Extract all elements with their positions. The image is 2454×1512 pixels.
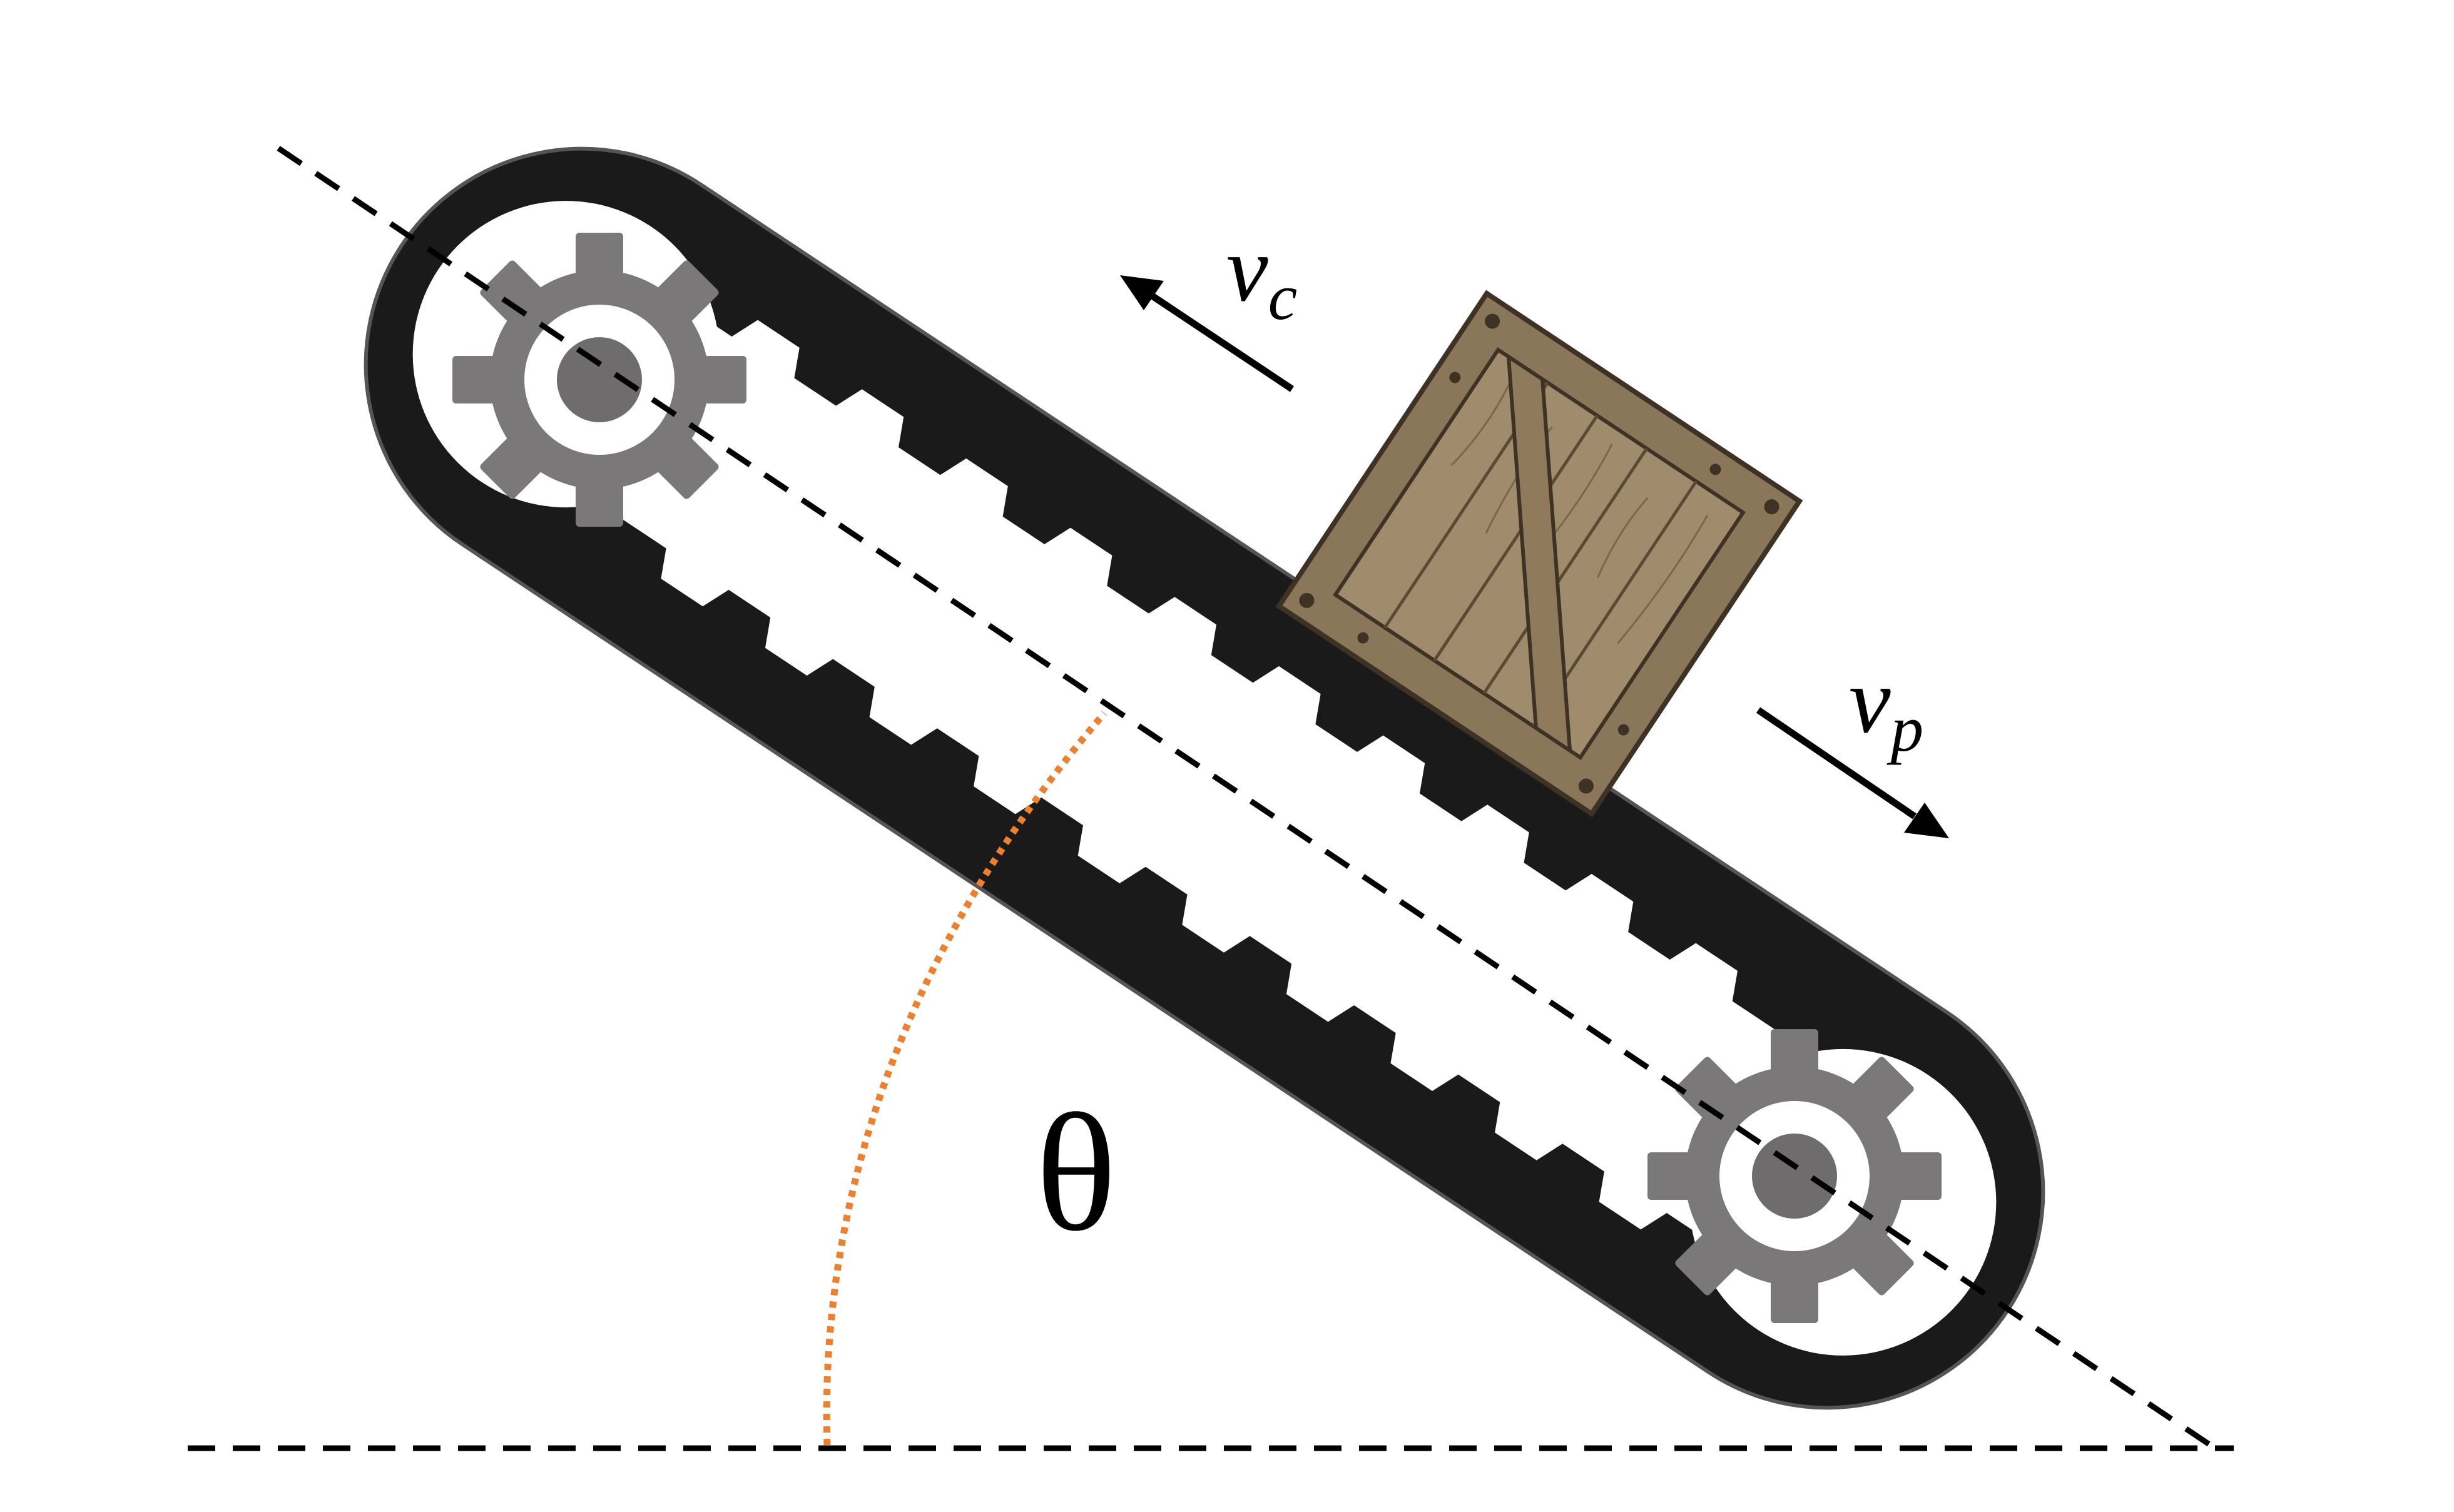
- angle-arc: [823, 711, 1107, 1446]
- right-gear-icon: [1647, 1029, 1942, 1323]
- package-velocity-arrow: [1756, 707, 1949, 838]
- crate-icon: [1275, 290, 1803, 818]
- belt-inner-opening: [572, 308, 1837, 1248]
- incline-reference-line: [277, 146, 2217, 1451]
- package-velocity-subscript: p: [1886, 692, 1924, 765]
- package-velocity-label: vp: [1849, 649, 1923, 765]
- conveyor-velocity-symbol: v: [1226, 217, 1268, 321]
- angle-label: θ: [1036, 1079, 1116, 1266]
- conveyor-velocity-subscript: c: [1268, 260, 1298, 333]
- package-velocity-symbol: v: [1849, 649, 1891, 753]
- conveyor-velocity-label: vc: [1226, 217, 1297, 333]
- left-gear-icon: [452, 233, 746, 527]
- conveyor-velocity-arrow: [1120, 275, 1295, 392]
